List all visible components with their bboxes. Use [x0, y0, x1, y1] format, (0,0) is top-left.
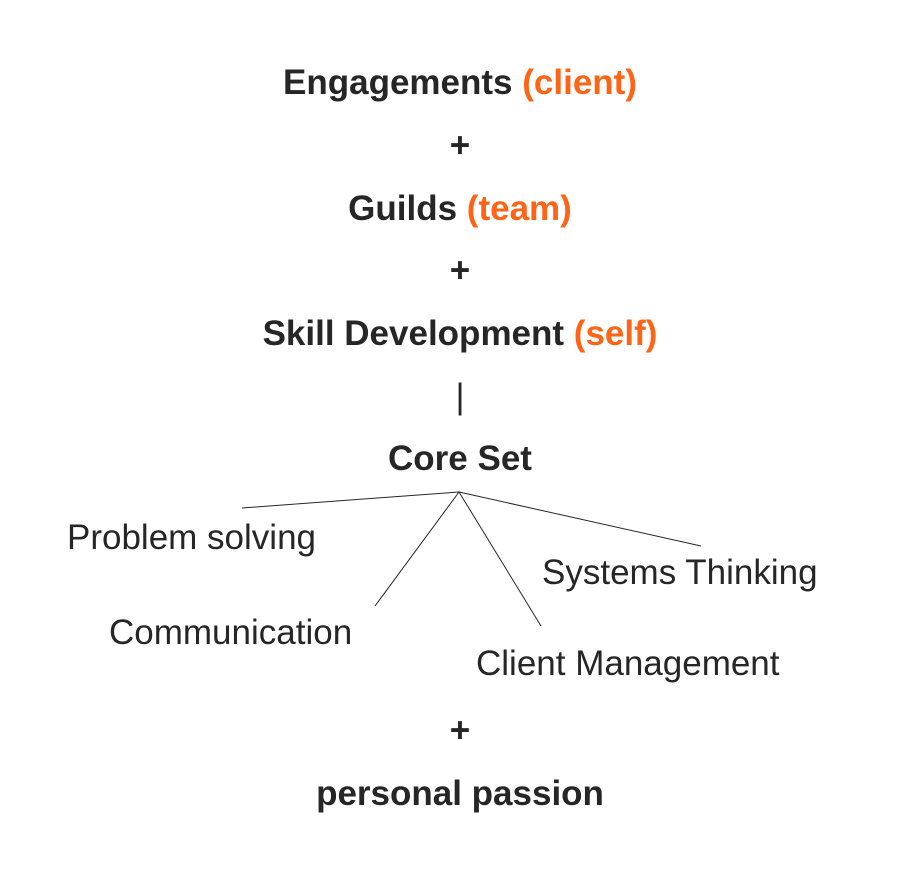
guilds-label: Guilds [348, 189, 458, 228]
branch-communication [374, 491, 460, 607]
engagements-row: Engagements (client) [0, 63, 920, 103]
item-client-management: Client Management [476, 644, 780, 683]
core-set-title: Core Set [388, 439, 532, 478]
branch-client-management [458, 491, 542, 627]
item-systems-thinking: Systems Thinking [542, 553, 818, 592]
item-problem-solving: Problem solving [67, 518, 316, 557]
plus-sign: + [449, 126, 471, 165]
team-accent: (team) [466, 189, 572, 228]
personal-passion: personal passion [316, 774, 604, 813]
skill-development-row: Skill Development (self) [0, 314, 920, 354]
plus-sign: + [449, 711, 471, 750]
vertical-bar: | [455, 377, 465, 416]
self-accent: (self) [573, 314, 658, 353]
skill-development-label: Skill Development [262, 314, 565, 353]
guilds-row: Guilds (team) [0, 189, 920, 229]
branch-problem-solving [241, 491, 460, 509]
engagements-label: Engagements [283, 63, 513, 102]
client-accent: (client) [522, 63, 637, 102]
branch-systems-thinking [458, 491, 702, 547]
plus-sign: + [449, 251, 471, 290]
item-communication: Communication [109, 613, 353, 652]
